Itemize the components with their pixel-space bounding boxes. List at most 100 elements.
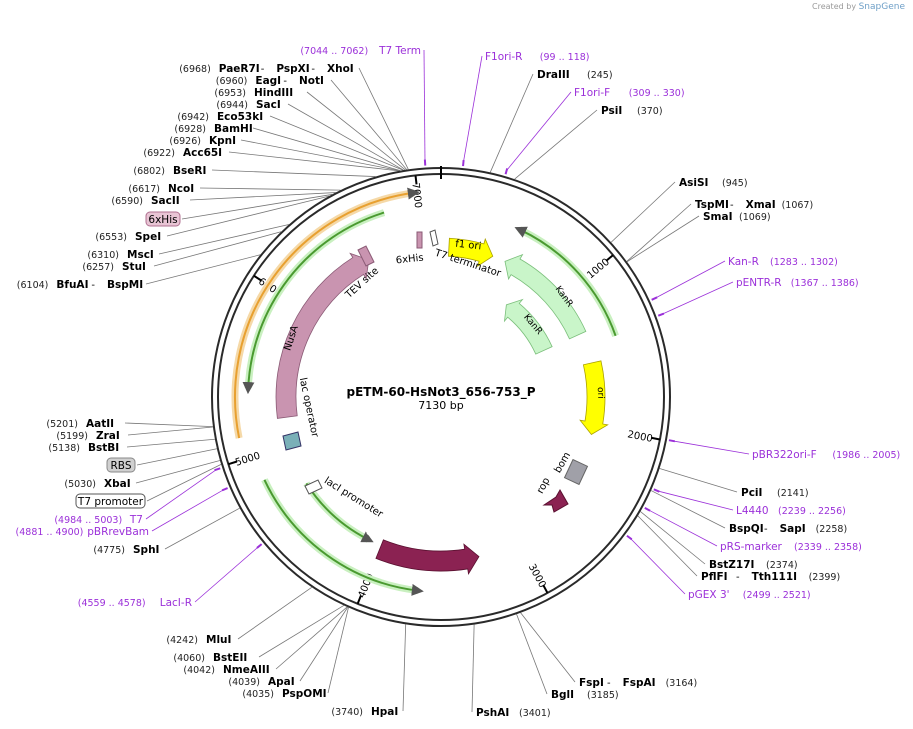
primer-name: F1ori-F: [574, 87, 610, 99]
primer-label-0: T7 Term(7044 .. 7062): [300, 45, 421, 57]
enzyme-name: PaeR7I: [219, 63, 260, 75]
orf-arcs: [231, 187, 619, 596]
his-tag-feature-label: 6xHis: [395, 253, 424, 267]
primer-range: (4559 .. 4578): [78, 598, 146, 609]
f1-ori-label: f1 ori: [455, 239, 482, 253]
enzyme-name: ApaI: [268, 676, 295, 688]
enzyme-label-left-13: (6257)StuI: [82, 261, 146, 273]
enzyme-position: (4035): [242, 689, 274, 700]
lac-operator-box: [282, 431, 302, 451]
primer-name: pENTR-R: [736, 277, 782, 289]
enzyme-separator: -: [311, 64, 315, 75]
enzyme-separator: -: [607, 678, 611, 689]
enzyme-name: HindIII: [254, 87, 293, 99]
primer-mark-6: [653, 488, 660, 493]
enzyme-name: BseRI: [173, 165, 206, 177]
primer-name: T7: [129, 514, 143, 526]
enzyme-label-left-4: (6942)Eco53kI: [177, 111, 263, 123]
primer-label-9: LacI-R (4559 .. 4578): [78, 597, 192, 609]
enzyme-label-right-4: (1069)SmaI: [703, 211, 771, 223]
enzyme-name: EagI: [255, 75, 281, 87]
enzyme-position: (6944): [216, 100, 248, 111]
enzyme-label-left-8: (6802) BseRI: [133, 165, 206, 177]
enzyme-label-left-7: (6922) Acc65I: [143, 147, 222, 159]
enzyme-name: XhoI: [327, 63, 354, 75]
tick-5000: [228, 460, 238, 466]
enzyme-name: MluI: [206, 634, 231, 646]
boxed-label-2: T7 promoter: [75, 493, 146, 509]
enzyme-label-right-1: (370)PsiI: [601, 105, 663, 117]
enzyme-position: (4039): [228, 677, 260, 688]
enzyme-position: (1069): [739, 212, 771, 223]
primer-range: (2239 .. 2256): [778, 506, 846, 517]
enzyme-name: XbaI: [104, 478, 131, 490]
primer-name: L4440: [736, 505, 769, 517]
enzyme-label-left-3: (6944)SacI: [216, 99, 280, 111]
orf-orange: [234, 187, 420, 439]
primer-range: (1986 .. 2005): [832, 450, 900, 461]
enzyme-label-left-5: (6928)BamHI: [174, 123, 252, 135]
primer-label-1: F1ori-R(99 .. 118): [485, 51, 590, 63]
primer-range: (4881 .. 4900): [16, 527, 84, 538]
enzyme-name: BfuAI: [56, 279, 88, 291]
enzyme-position: (945): [722, 178, 748, 189]
f1-ori-arrow: [448, 237, 494, 267]
boxed-label-text: 6xHis: [148, 214, 177, 226]
primer-mark-11: [221, 487, 228, 492]
enzyme-separator: -: [261, 64, 265, 75]
enzyme-label-right-2: (945) AsiSI: [679, 177, 748, 189]
enzyme-label-right-5: (2141)PciI: [741, 487, 809, 499]
enzyme-label-left-23: (4039) ApaI: [228, 676, 294, 688]
tick-label-1000: 1000: [585, 257, 612, 282]
enzyme-position: (3401): [519, 708, 551, 719]
enzyme-separator: -: [91, 280, 95, 291]
enzyme-position: (6553): [95, 232, 127, 243]
enzyme-label-right-7: (2374)BstZ17I: [709, 559, 798, 571]
enzyme-position: (6922): [143, 148, 175, 159]
enzyme-name: AsiSI: [679, 177, 708, 189]
tick-label-2000: 2000: [626, 429, 653, 445]
enzyme-name: PspOMI: [282, 688, 327, 700]
primer-range: (2499 .. 2521): [743, 590, 811, 601]
enzyme-name: BstBI: [88, 442, 119, 454]
enzyme-label-left-19: (4775)SphI: [93, 544, 159, 556]
enzyme-name: Acc65I: [183, 147, 222, 159]
tick-6000: [253, 274, 262, 282]
enzyme-name: ZraI: [96, 430, 120, 442]
primer-label-6: L4440 (2239 .. 2256): [736, 505, 846, 517]
laci-arrow: [375, 539, 480, 576]
enzyme-position: (6802): [133, 166, 165, 177]
enzyme-label-right-3: (1067)TspMI - XmaI: [695, 199, 813, 211]
enzyme-label-left-25: (3740)HpaI: [331, 706, 398, 718]
primer-name: Kan-R: [728, 256, 759, 268]
primer-name: LacI-R: [160, 597, 192, 609]
rop-label: rop: [535, 476, 552, 496]
enzyme-position: (6310): [87, 250, 119, 261]
enzyme-position: (3185): [587, 690, 619, 701]
tick-label-5000: 5000: [234, 451, 262, 469]
snapgene-logo: SnapGene: [858, 2, 905, 12]
enzyme-position: (2399): [809, 572, 841, 583]
tick-label-3000: 3000: [526, 562, 548, 590]
enzyme-position: (6928): [174, 124, 206, 135]
primer-range: (4984 .. 5003): [54, 515, 122, 526]
his-tag-box: [416, 231, 423, 249]
enzyme-label-right-10: (3185)BglI: [551, 689, 619, 701]
enzyme-label-left-20: (4242)MluI: [166, 634, 231, 646]
enzyme-name: SphI: [133, 544, 159, 556]
t7-terminator-box: [429, 229, 439, 247]
ori-arrow: [579, 360, 609, 436]
enzyme-position: (6942): [177, 112, 209, 123]
primer-name: pRS-marker: [720, 541, 783, 553]
boxed-label-text: RBS: [111, 460, 132, 472]
enzyme-label-left-14: (6104)BfuAI - BspMI: [17, 279, 143, 291]
enzyme-separator: -: [283, 76, 287, 87]
enzyme-separator: -: [764, 524, 768, 535]
enzyme-name: SapI: [780, 523, 806, 535]
orf-green-1: [242, 211, 385, 395]
boxed-label-1: RBS: [106, 457, 136, 473]
tick-2000: [650, 436, 661, 441]
primer-name: F1ori-R: [485, 51, 522, 63]
enzyme-name: Tth111I: [752, 571, 797, 583]
enzyme-position: (5138): [48, 443, 80, 454]
